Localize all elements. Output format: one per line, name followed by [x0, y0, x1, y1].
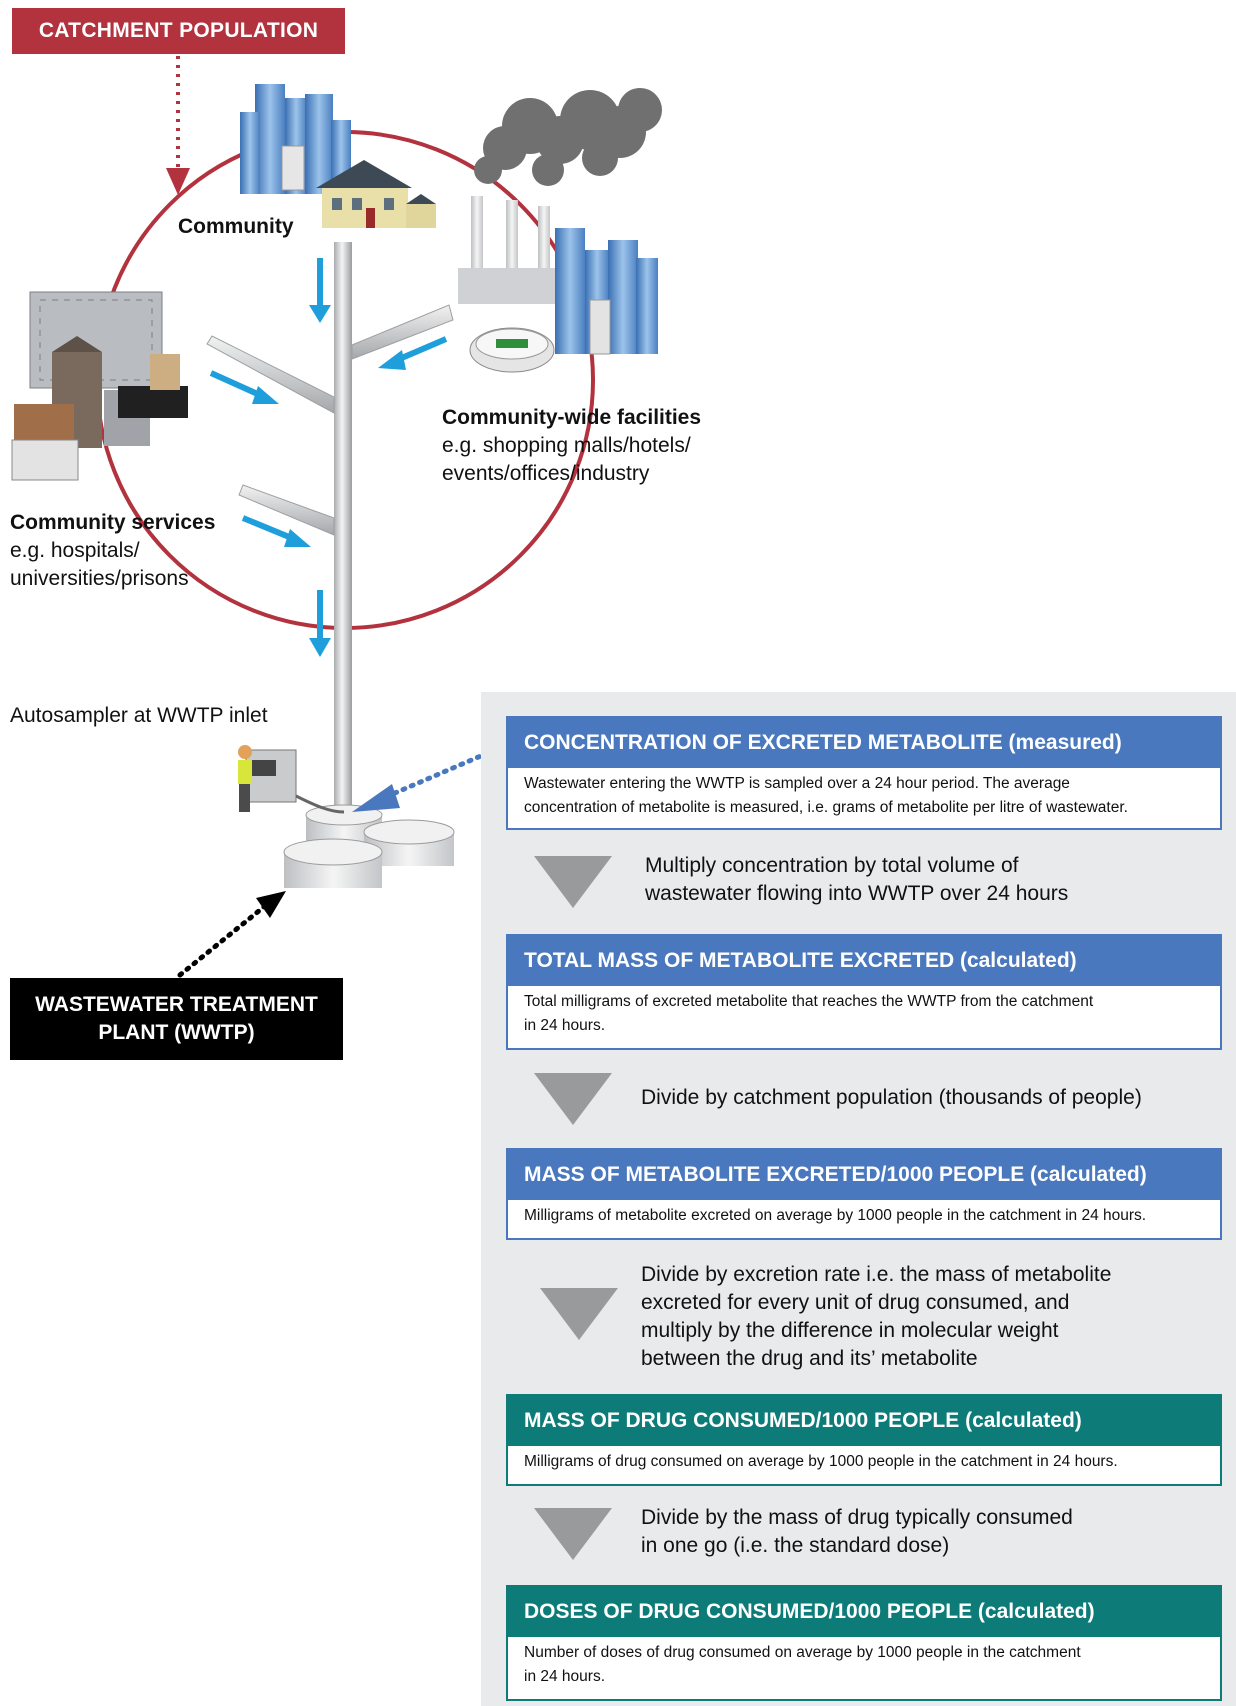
box-mass-per-1000-line-1: Milligrams of metabolite excreted on ave…	[524, 1207, 1147, 1224]
industry-chimneys-icon	[458, 196, 558, 304]
box-drug-consumed-title: MASS OF DRUG CONSUMED/1000 PEOPLE (calcu…	[508, 1396, 1220, 1446]
wwtp-tanks-icon	[283, 804, 455, 888]
industry-smoke-icon	[474, 88, 662, 186]
box-concentration-body: Wastewater entering the WWTP is sampled …	[508, 768, 1220, 820]
box-doses-consumed-body: Number of doses of drug consumed on aver…	[508, 1637, 1220, 1689]
box-mass-per-1000-title: MASS OF METABOLITE EXCRETED/1000 PEOPLE …	[508, 1150, 1220, 1200]
box-total-mass-line-2: in 24 hours.	[524, 1017, 605, 1034]
autosampler-icon	[238, 745, 345, 814]
step-text-3: Divide by excretion rate i.e. the mass o…	[641, 1261, 1111, 1373]
step-1-line-2: wastewater flowing into WWTP over 24 hou…	[645, 882, 1069, 905]
box-concentration-title: CONCENTRATION OF EXCRETED METABOLITE (me…	[508, 718, 1220, 768]
community-services-buildings-icon	[11, 291, 188, 481]
services-line-1: e.g. hospitals/	[10, 539, 140, 562]
step-arrow-2	[534, 1073, 612, 1125]
branch-pipe-left-upper	[206, 335, 335, 414]
step-text-4: Divide by the mass of drug typically con…	[641, 1504, 1073, 1560]
stadium-icon	[469, 327, 555, 373]
step-4-line-1: Divide by the mass of drug typically con…	[641, 1506, 1073, 1529]
box-total-mass-line-1: Total milligrams of excreted metabolite …	[524, 993, 1094, 1010]
step-arrow-1	[534, 856, 612, 908]
box-doses-consumed-title: DOSES OF DRUG CONSUMED/1000 PEOPLE (calc…	[508, 1587, 1220, 1637]
box-doses-consumed-line-2: in 24 hours.	[524, 1668, 605, 1685]
services-label: Community services e.g. hospitals/ unive…	[10, 509, 215, 593]
wwtp-arrow-head	[256, 891, 286, 918]
step-arrow-3	[540, 1288, 618, 1340]
wwtp-badge-line-1: WASTEWATER TREATMENT	[35, 993, 318, 1016]
services-line-2: universities/prisons	[10, 567, 189, 590]
branch-pipe-left-lower	[238, 484, 335, 536]
box-concentration-line-2: concentration of metabolite is measured,…	[524, 799, 1128, 816]
services-title: Community services	[10, 511, 216, 534]
community-house-icon	[316, 160, 436, 228]
catchment-arrow-head	[166, 168, 190, 195]
box-concentration-line-1: Wastewater entering the WWTP is sampled …	[524, 775, 1070, 792]
box-doses-consumed-line-1: Number of doses of drug consumed on aver…	[524, 1644, 1081, 1661]
box-drug-consumed-body: Milligrams of drug consumed on average b…	[508, 1446, 1220, 1474]
catchment-population-badge: CATCHMENT POPULATION	[12, 8, 345, 54]
community-city-icon	[240, 84, 351, 194]
box-total-mass-title: TOTAL MASS OF METABOLITE EXCRETED (calcu…	[508, 936, 1220, 986]
step-arrow-4	[534, 1508, 612, 1560]
box-concentration: CONCENTRATION OF EXCRETED METABOLITE (me…	[506, 716, 1222, 830]
step-3-line-4: between the drug and its’ metabolite	[641, 1347, 978, 1370]
autosampler-label: Autosampler at WWTP inlet	[10, 704, 268, 727]
flow-arrows	[209, 258, 448, 657]
facilities-label: Community-wide facilities e.g. shopping …	[442, 404, 701, 488]
step-3-line-2: excreted for every unit of drug consumed…	[641, 1291, 1070, 1314]
box-total-mass: TOTAL MASS OF METABOLITE EXCRETED (calcu…	[506, 934, 1222, 1050]
box-mass-per-1000-body: Milligrams of metabolite excreted on ave…	[508, 1200, 1220, 1228]
branch-pipe-right	[351, 304, 454, 360]
box-drug-consumed-line-1: Milligrams of drug consumed on average b…	[524, 1453, 1118, 1470]
facilities-line-2: events/offices/industry	[442, 462, 650, 485]
step-3-line-1: Divide by excretion rate i.e. the mass o…	[641, 1263, 1112, 1286]
facilities-line-1: e.g. shopping malls/hotels/	[442, 434, 691, 457]
step-text-2: Divide by catchment population (thousand…	[641, 1084, 1142, 1112]
step-1-line-1: Multiply concentration by total volume o…	[645, 854, 1019, 877]
community-label: Community	[178, 215, 294, 238]
box-total-mass-body: Total milligrams of excreted metabolite …	[508, 986, 1220, 1038]
sample-connector-head	[352, 784, 400, 812]
step-text-1: Multiply concentration by total volume o…	[645, 852, 1068, 908]
wwtp-dotted-arrow	[177, 903, 268, 978]
facilities-city-icon	[555, 228, 658, 355]
step-2-line-1: Divide by catchment population (thousand…	[641, 1086, 1142, 1109]
box-doses-consumed: DOSES OF DRUG CONSUMED/1000 PEOPLE (calc…	[506, 1585, 1222, 1701]
main-sewer-pipe	[334, 242, 352, 812]
step-4-line-2: in one go (i.e. the standard dose)	[641, 1534, 950, 1557]
box-drug-consumed: MASS OF DRUG CONSUMED/1000 PEOPLE (calcu…	[506, 1394, 1222, 1486]
wwtp-badge: WASTEWATER TREATMENT PLANT (WWTP)	[10, 978, 343, 1060]
facilities-title: Community-wide facilities	[442, 406, 702, 429]
wwtp-badge-line-2: PLANT (WWTP)	[98, 1021, 255, 1044]
step-3-line-3: multiply by the difference in molecular …	[641, 1319, 1059, 1342]
box-mass-per-1000: MASS OF METABOLITE EXCRETED/1000 PEOPLE …	[506, 1148, 1222, 1240]
